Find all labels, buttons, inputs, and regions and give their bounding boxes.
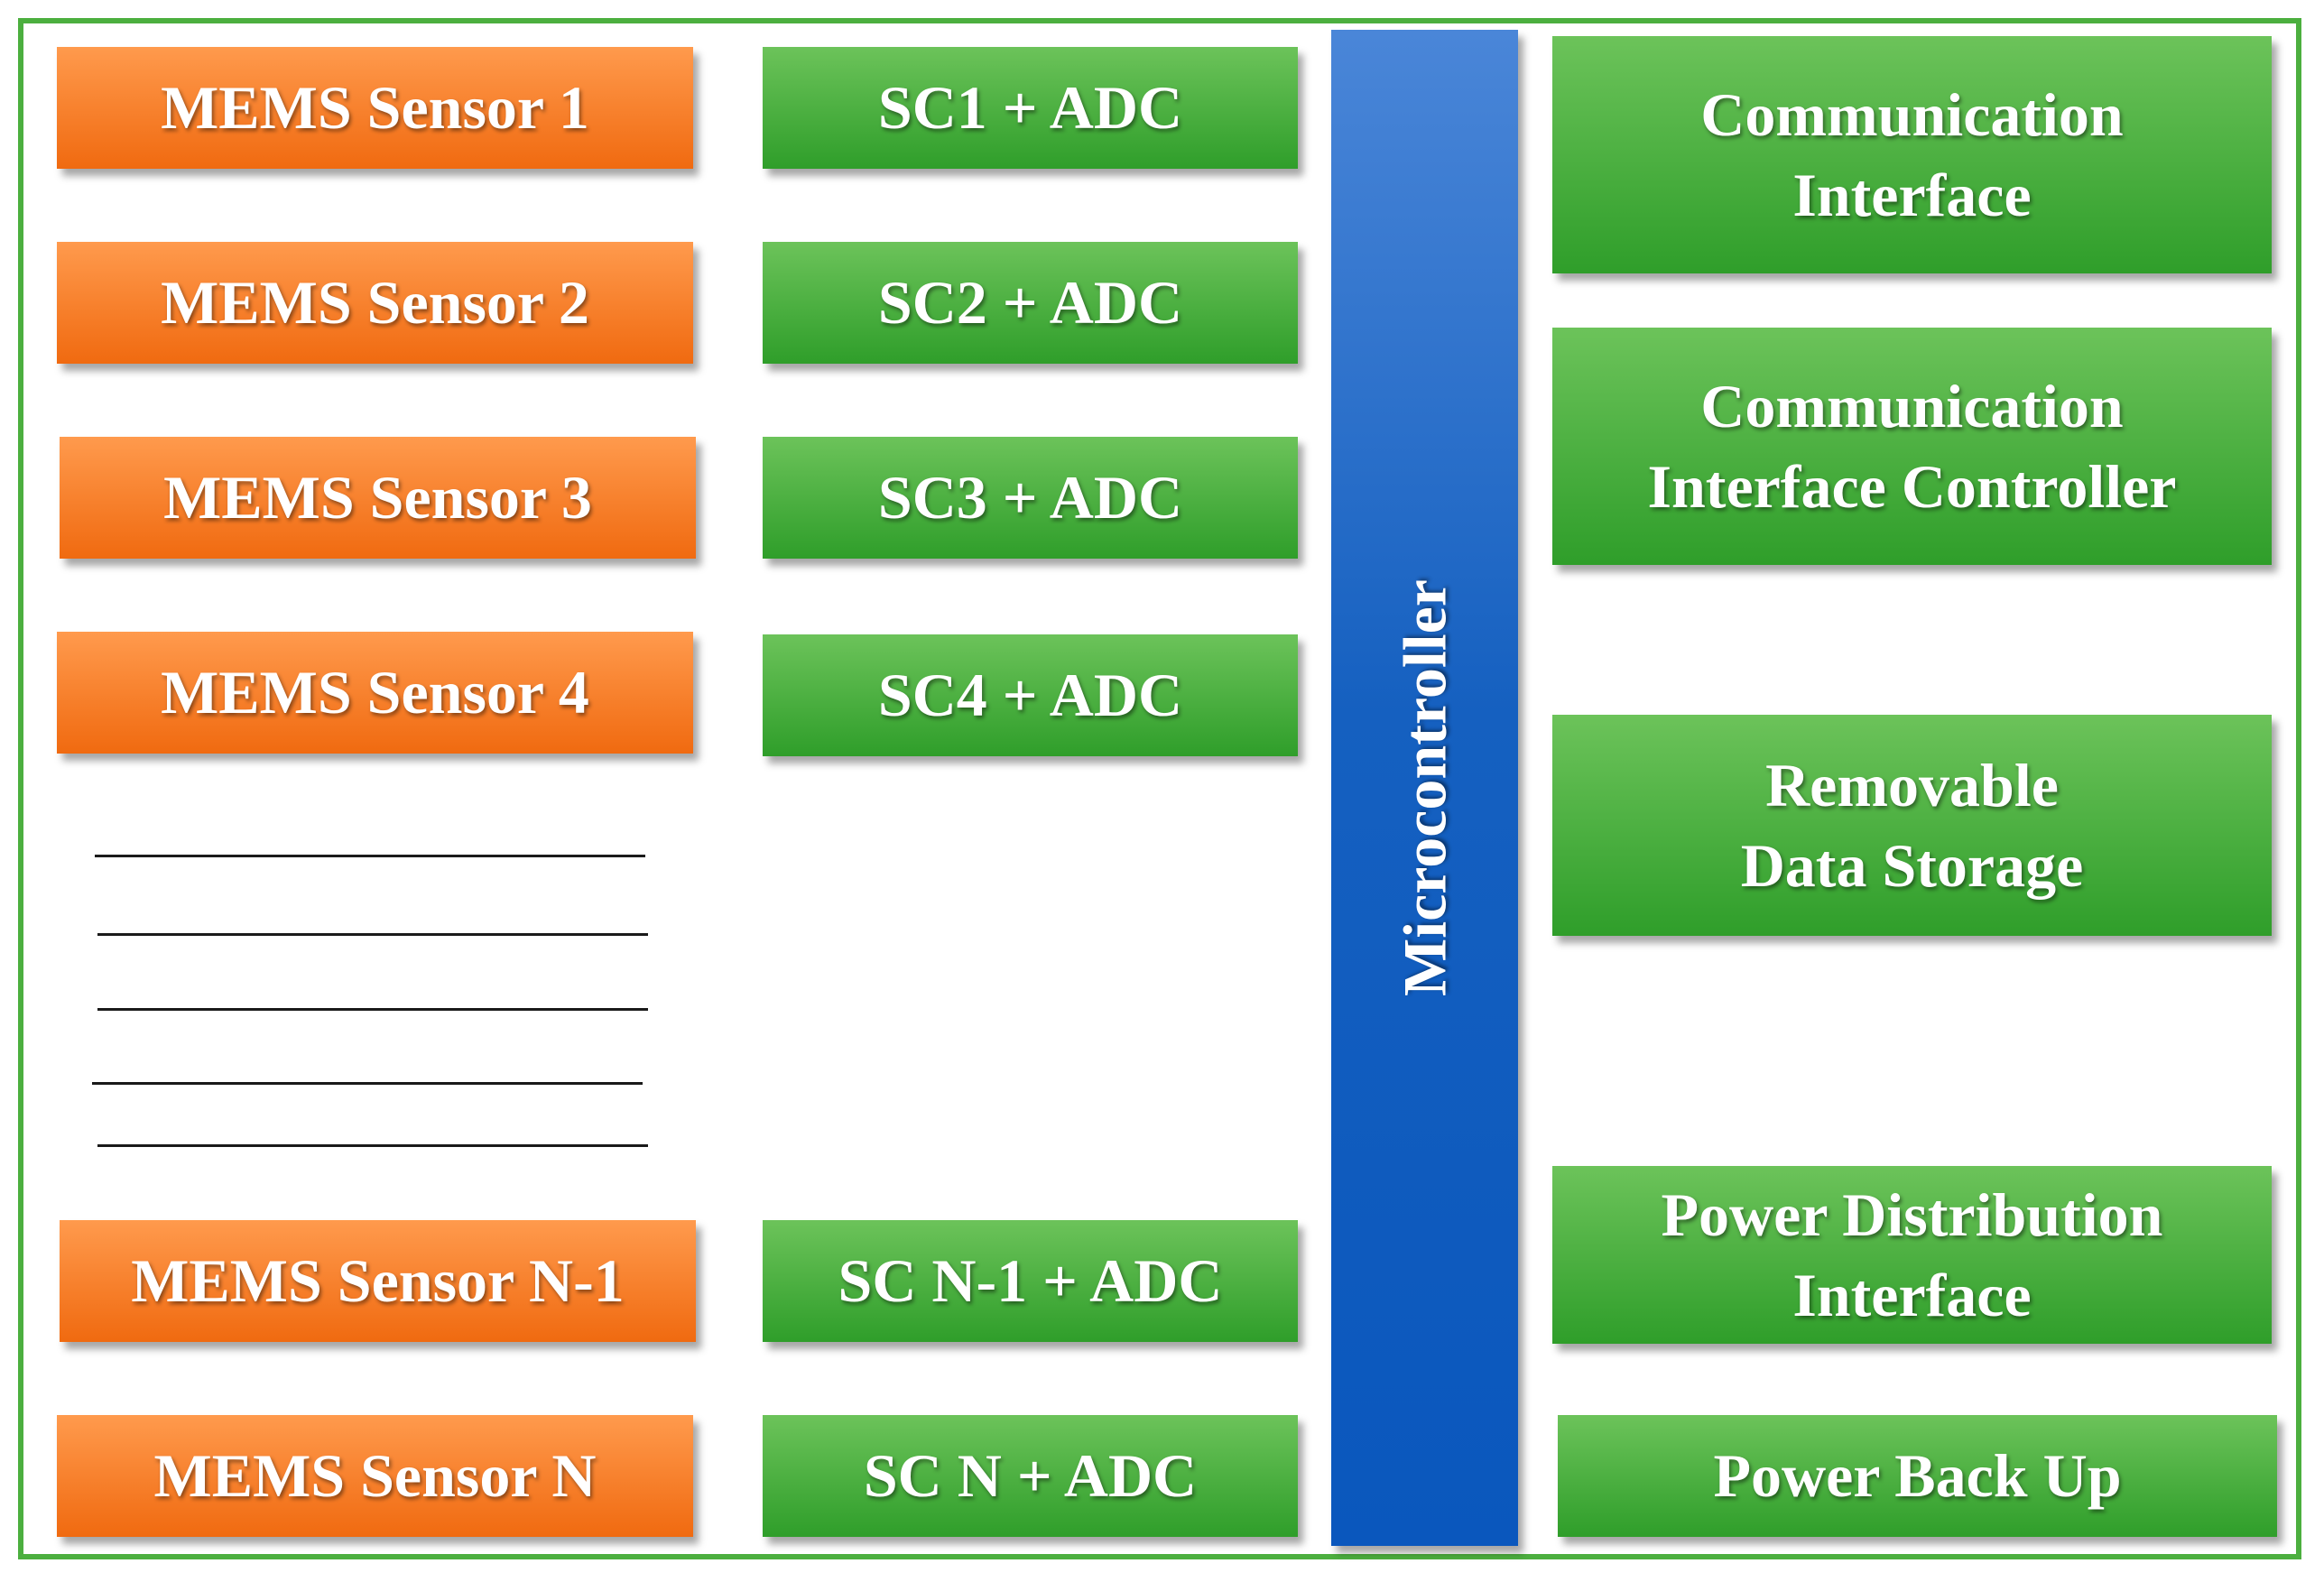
power-back-up: Power Back Up: [1558, 1415, 2277, 1537]
ellipsis-line-5: [97, 1144, 648, 1147]
sc2-adc: SC2 + ADC: [763, 242, 1298, 364]
sc-n-adc: SC N + ADC: [763, 1415, 1298, 1537]
mems-sensor-3: MEMS Sensor 3: [60, 437, 696, 559]
mems-sensor-1: MEMS Sensor 1: [57, 47, 693, 169]
mems-sensor-4: MEMS Sensor 4: [57, 632, 693, 754]
sc-n-1-adc: SC N-1 + ADC: [763, 1220, 1298, 1342]
ellipsis-line-2: [97, 933, 648, 936]
communication-interface: Communication Interface: [1552, 36, 2272, 273]
microcontroller-bar: Microcontroller: [1331, 30, 1518, 1546]
communication-interface-controller: Communication Interface Controller: [1552, 328, 2272, 565]
microcontroller-label: Microcontroller: [1390, 579, 1458, 996]
ellipsis-line-1: [95, 855, 645, 857]
sc1-adc: SC1 + ADC: [763, 47, 1298, 169]
removable-data-storage: Removable Data Storage: [1552, 715, 2272, 936]
mems-sensor-n: MEMS Sensor N: [57, 1415, 693, 1537]
mems-sensor-2: MEMS Sensor 2: [57, 242, 693, 364]
diagram-frame: [18, 18, 2301, 1559]
sc4-adc: SC4 + ADC: [763, 634, 1298, 756]
power-distribution-interface: Power Distribution Interface: [1552, 1166, 2272, 1344]
sc3-adc: SC3 + ADC: [763, 437, 1298, 559]
ellipsis-line-3: [97, 1008, 648, 1011]
ellipsis-line-4: [92, 1082, 643, 1085]
mems-sensor-n-1: MEMS Sensor N-1: [60, 1220, 696, 1342]
